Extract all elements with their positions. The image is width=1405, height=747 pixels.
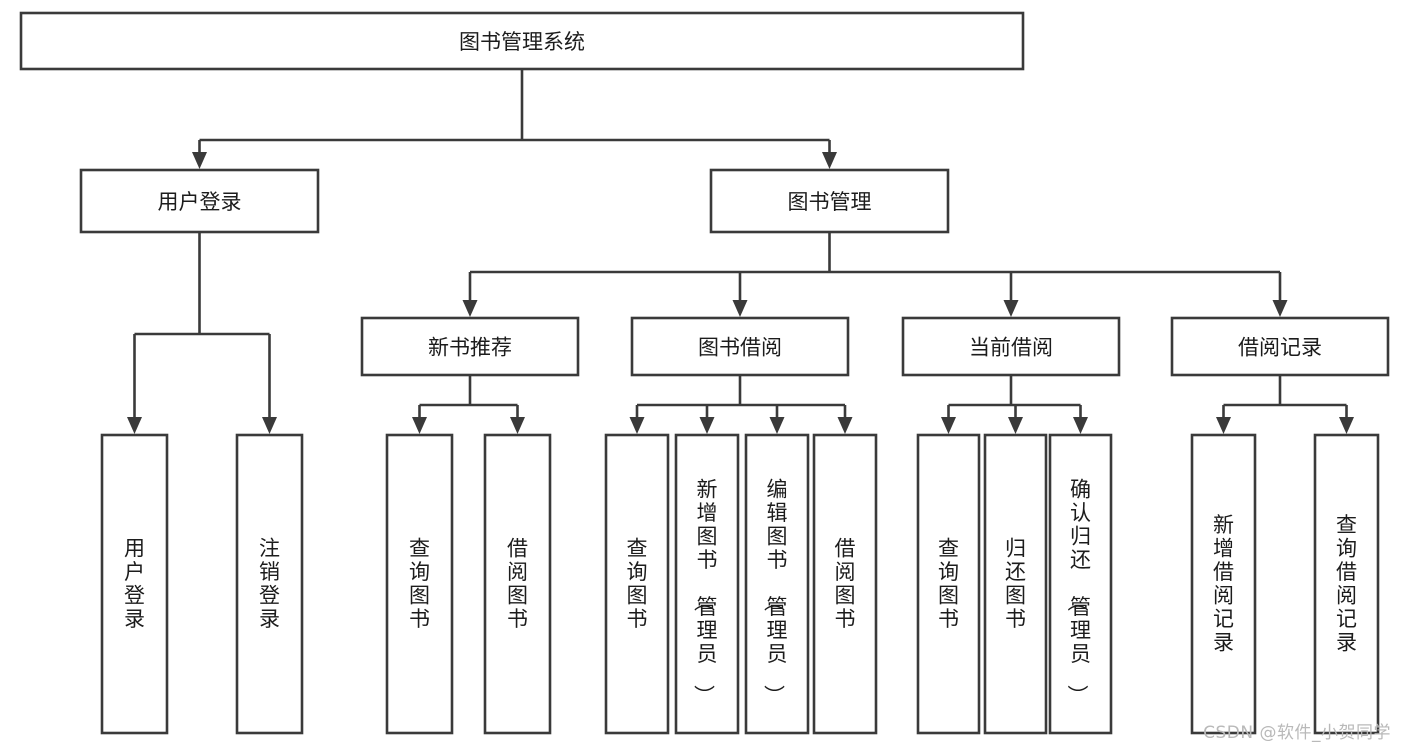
node-leaf-leaf-confirm-return[interactable]: 确认归还（管理员） — [1048, 433, 1113, 735]
node-l2-book-manage[interactable]: 图书管理 — [709, 168, 950, 234]
node-leaf-leaf-query-record[interactable]: 查询借阅记录 — [1313, 433, 1380, 735]
arrow-head-icon — [510, 417, 525, 434]
node-l3-borrow-record[interactable]: 借阅记录 — [1170, 316, 1390, 377]
node-box[interactable] — [483, 433, 552, 735]
node-box[interactable] — [901, 316, 1121, 377]
node-label: 编辑图书（管理员） — [762, 478, 788, 706]
node-leaf-leaf-return-book[interactable]: 归还图书 — [983, 433, 1048, 735]
node-box[interactable] — [19, 11, 1025, 71]
arrow-head-icon — [127, 417, 142, 434]
node-l3-new-book-rec[interactable]: 新书推荐 — [360, 316, 580, 377]
node-leaf-leaf-borrow-book-1[interactable]: 借阅图书 — [483, 433, 552, 735]
arrow-head-icon — [1272, 300, 1288, 317]
node-l2-user-login[interactable]: 用户登录 — [79, 168, 320, 234]
node-leaf-leaf-user-logout[interactable]: 注销登录 — [235, 433, 304, 735]
node-root-图书管理系统[interactable]: 图书管理系统 — [19, 11, 1025, 71]
node-box[interactable] — [812, 433, 878, 735]
node-box[interactable] — [630, 316, 850, 377]
node-label: 新增借阅记录 — [1213, 513, 1234, 655]
node-label: 用户登录 — [124, 536, 145, 631]
arrow-head-icon — [1008, 417, 1023, 434]
node-layer: 图书管理系统用户登录图书管理新书推荐图书借阅当前借阅借阅记录用户登录注销登录查询… — [19, 11, 1390, 735]
node-label: 借阅图书 — [507, 536, 528, 631]
node-leaf-leaf-borrow-book-2[interactable]: 借阅图书 — [812, 433, 878, 735]
arrow-head-icon — [769, 417, 785, 434]
node-label: 查询图书 — [627, 536, 648, 631]
connector-layer — [127, 69, 1354, 434]
node-box[interactable] — [1048, 433, 1113, 735]
node-box[interactable] — [385, 433, 454, 735]
node-leaf-leaf-add-book[interactable]: 新增图书（管理员） — [674, 433, 740, 735]
arrow-head-icon — [412, 417, 427, 434]
node-leaf-leaf-add-record[interactable]: 新增借阅记录 — [1190, 433, 1257, 735]
node-box[interactable] — [674, 433, 740, 735]
node-box[interactable] — [235, 433, 304, 735]
node-label: 归还图书 — [1005, 536, 1026, 631]
node-leaf-leaf-query-book-2[interactable]: 查询图书 — [604, 433, 670, 735]
node-label: 新书推荐 — [428, 336, 512, 360]
node-box[interactable] — [983, 433, 1048, 735]
node-l3-book-borrow[interactable]: 图书借阅 — [630, 316, 850, 377]
node-leaf-leaf-query-book-3[interactable]: 查询图书 — [916, 433, 981, 735]
node-label: 图书借阅 — [698, 336, 782, 360]
node-label: 图书管理系统 — [459, 30, 585, 54]
arrow-head-icon — [822, 152, 837, 169]
node-box[interactable] — [360, 316, 580, 377]
arrow-head-icon — [699, 417, 715, 434]
node-leaf-leaf-query-book-1[interactable]: 查询图书 — [385, 433, 454, 735]
node-l3-current-borrow[interactable]: 当前借阅 — [901, 316, 1121, 377]
node-box[interactable] — [744, 433, 810, 735]
arrow-head-icon — [192, 152, 207, 169]
node-label: 注销登录 — [259, 536, 280, 631]
arrow-head-icon — [462, 300, 478, 317]
node-box[interactable] — [1190, 433, 1257, 735]
node-label: 当前借阅 — [969, 336, 1053, 360]
arrow-head-icon — [837, 417, 853, 434]
node-label: 查询图书 — [938, 536, 959, 631]
node-label: 查询借阅记录 — [1336, 513, 1357, 655]
arrow-head-icon — [629, 417, 645, 434]
node-label: 新增图书（管理员） — [692, 478, 718, 706]
node-label: 查询图书 — [409, 536, 430, 631]
arrow-head-icon — [1073, 417, 1088, 434]
node-label: 确认归还（管理员） — [1065, 478, 1091, 706]
arrow-head-icon — [732, 300, 748, 317]
node-label: 用户登录 — [158, 190, 242, 214]
node-label: 图书管理 — [788, 190, 872, 214]
node-box[interactable] — [79, 168, 320, 234]
node-leaf-leaf-user-login[interactable]: 用户登录 — [100, 433, 169, 735]
arrow-head-icon — [262, 417, 277, 434]
arrow-head-icon — [1216, 417, 1231, 434]
node-box[interactable] — [1170, 316, 1390, 377]
node-label: 借阅图书 — [835, 536, 856, 631]
arrow-head-icon — [1339, 417, 1354, 434]
node-leaf-leaf-edit-book[interactable]: 编辑图书（管理员） — [744, 433, 810, 735]
node-label: 借阅记录 — [1238, 336, 1322, 360]
node-box[interactable] — [100, 433, 169, 735]
node-box[interactable] — [916, 433, 981, 735]
node-box[interactable] — [1313, 433, 1380, 735]
node-box[interactable] — [709, 168, 950, 234]
arrow-head-icon — [1003, 300, 1019, 317]
node-box[interactable] — [604, 433, 670, 735]
arrow-head-icon — [941, 417, 956, 434]
